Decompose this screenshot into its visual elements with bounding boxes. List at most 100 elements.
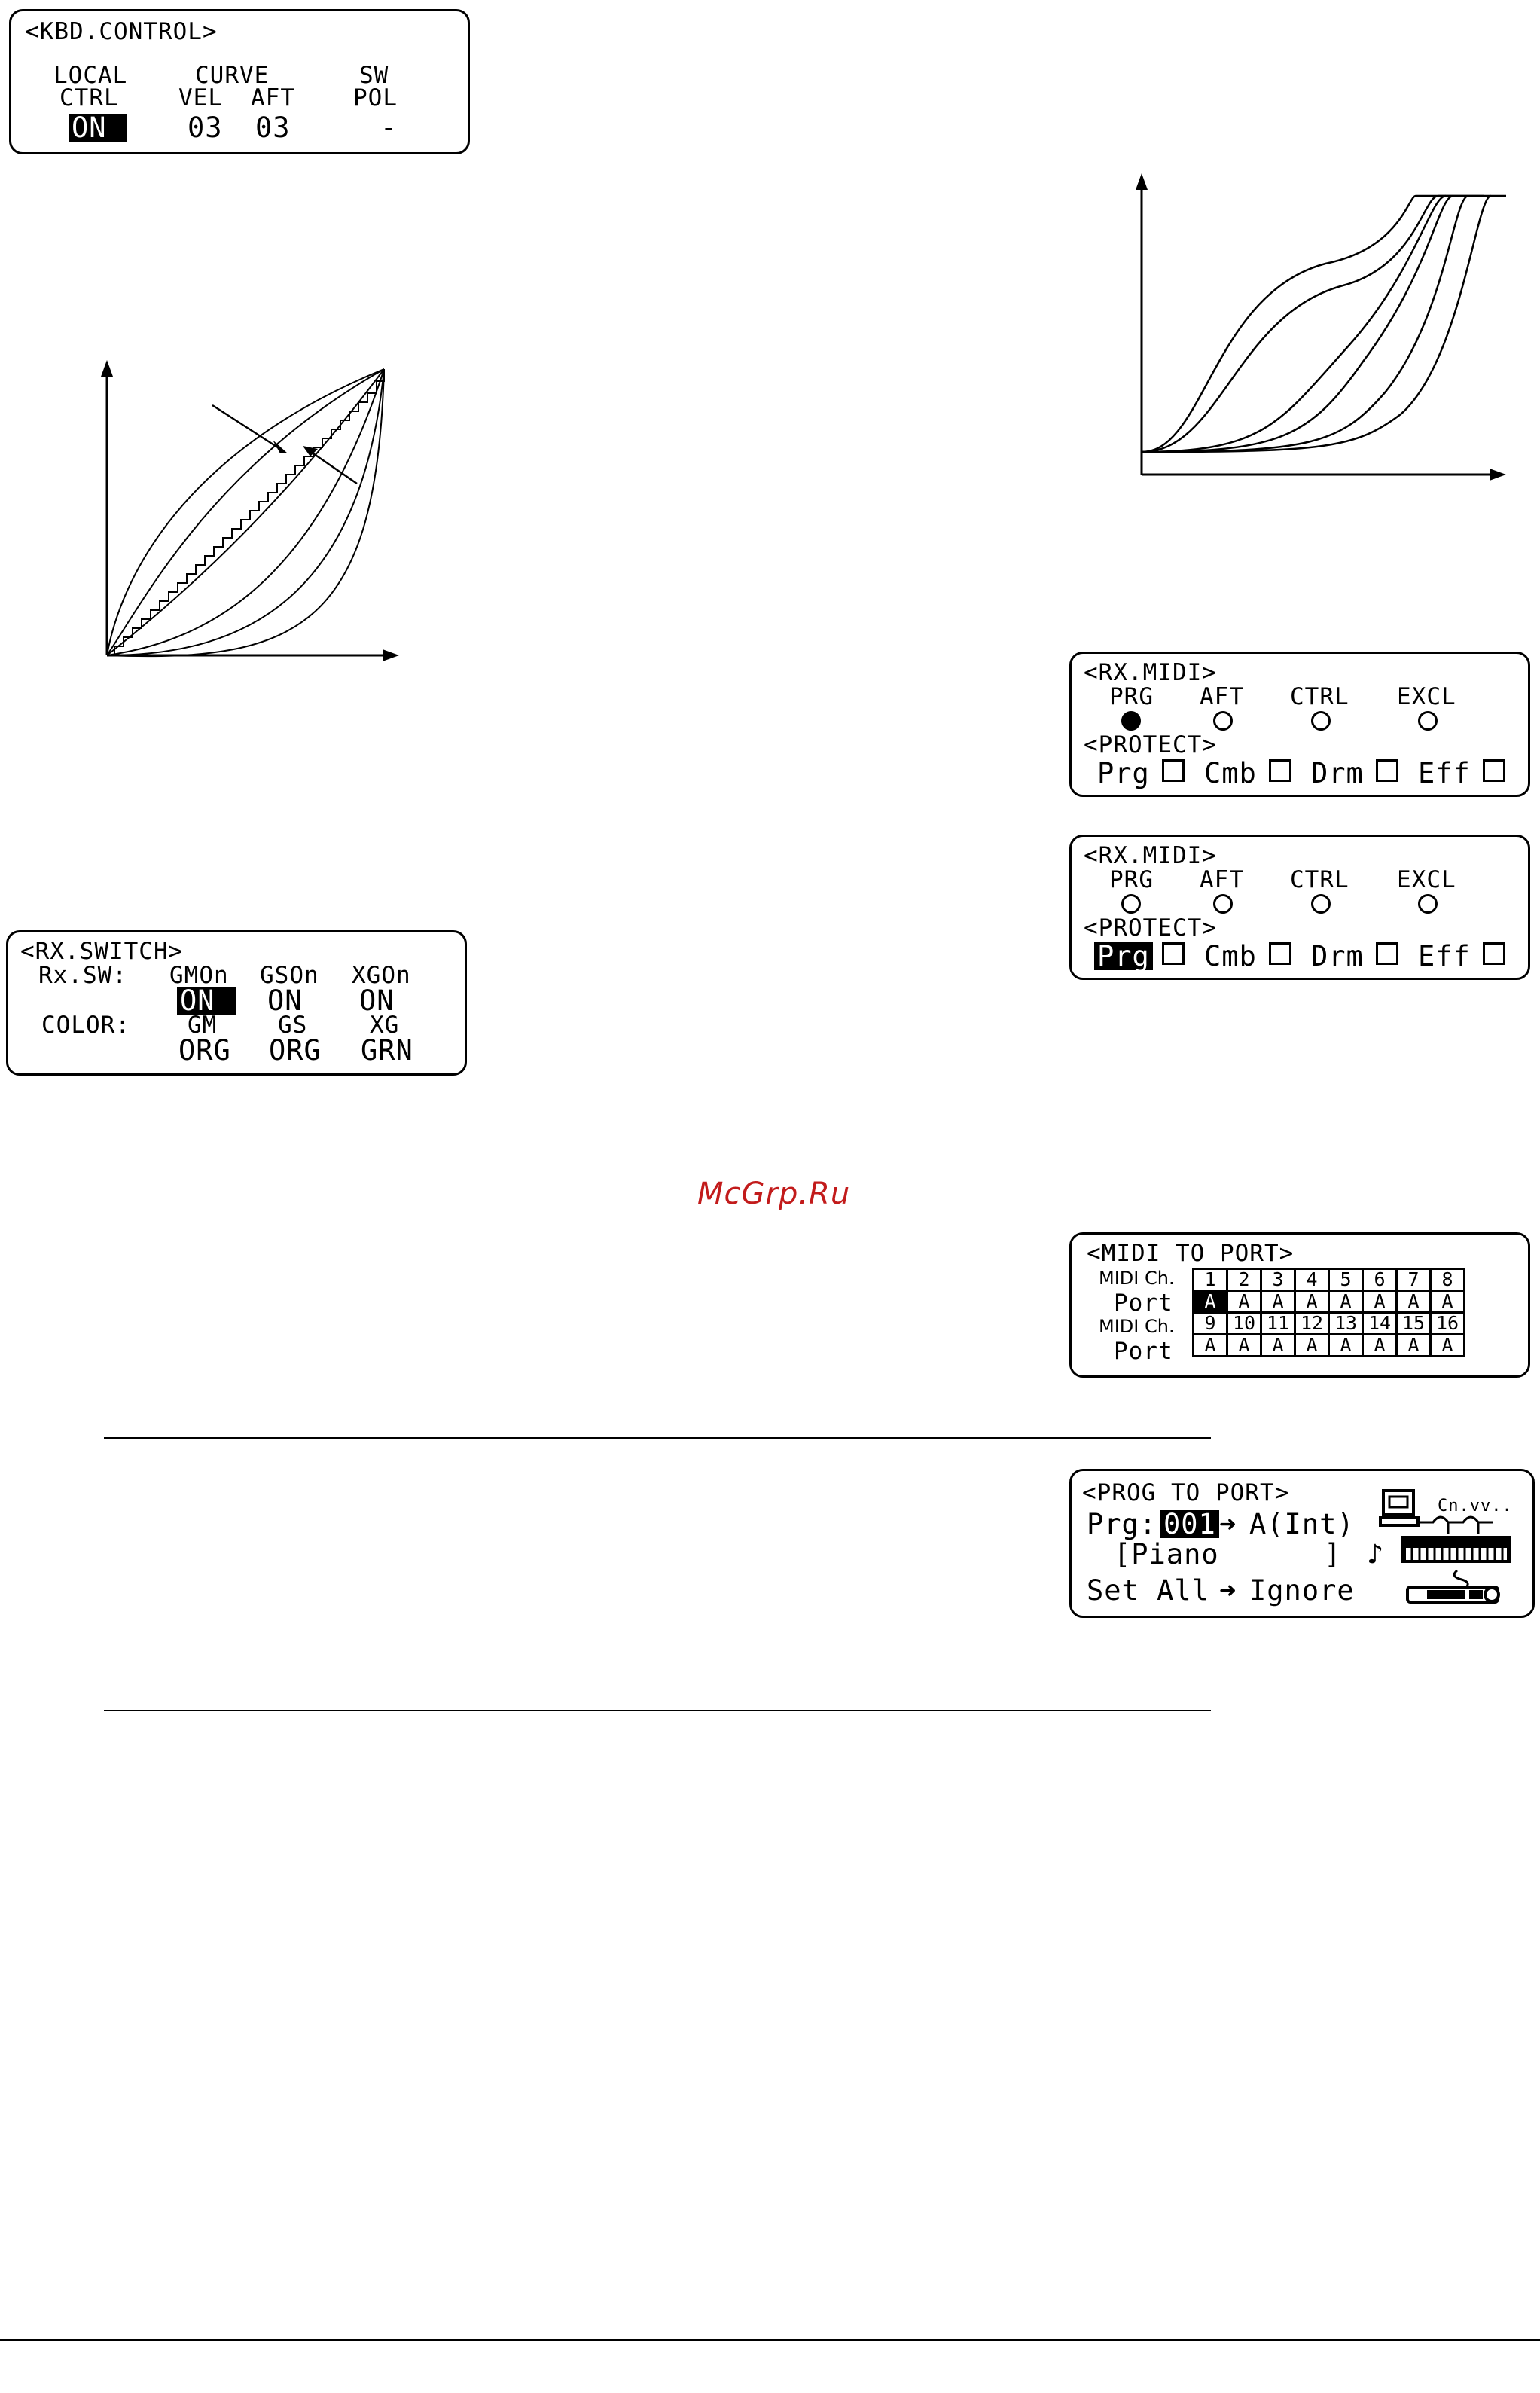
- velocity-curve-diagram: [101, 360, 399, 661]
- xgon-value[interactable]: ON: [359, 984, 395, 1017]
- midi-ch-label-1: MIDI Ch.: [1099, 1268, 1175, 1289]
- page-bottom-rule: [0, 2339, 1540, 2341]
- rx-midi-excl-label: EXCL: [1397, 683, 1456, 710]
- aft-y-axis-arrow-icon: [1136, 173, 1148, 190]
- curve-vel-value[interactable]: 03: [188, 111, 223, 144]
- port-cell[interactable]: A: [1429, 1333, 1465, 1357]
- prg-port-value[interactable]: A(Int): [1249, 1508, 1355, 1540]
- channel-cell: 4: [1294, 1268, 1330, 1292]
- midi-port-grid: 1 2 3 4 5 6 7 8 A A A A A A A A 9 10 11 …: [1192, 1268, 1465, 1357]
- rx-midi-aft-label: AFT: [1200, 866, 1244, 893]
- channel-cell: 7: [1395, 1268, 1432, 1292]
- sw-pol-value[interactable]: -: [380, 111, 398, 144]
- protect-title: <PROTECT>: [1084, 731, 1217, 758]
- sound-module-icon: [1406, 1569, 1500, 1604]
- port-cell[interactable]: A: [1429, 1290, 1465, 1314]
- channel-cell: 14: [1362, 1311, 1398, 1335]
- rx-midi-excl-radio[interactable]: [1418, 711, 1438, 731]
- rx-midi-panel-1: <RX.MIDI> PRG AFT CTRL EXCL <PROTECT> Pr…: [1069, 652, 1530, 797]
- vel-pointer-arrowhead-right-icon: [303, 446, 318, 456]
- gm-color-value[interactable]: ORG: [178, 1034, 231, 1067]
- rx-midi-ctrl-label: CTRL: [1290, 683, 1349, 710]
- protect-drm-label: Drm: [1311, 757, 1364, 789]
- color-label: COLOR:: [41, 1012, 130, 1039]
- protect-eff-checkbox[interactable]: [1483, 759, 1505, 782]
- curve-label: CURVE: [195, 62, 270, 89]
- vel-pointer-arrowhead-left-icon: [273, 440, 288, 453]
- protect-cmb-checkbox[interactable]: [1269, 942, 1291, 965]
- prog-to-port-panel: <PROG TO PORT> Prg: 001 ➜ A(Int) [Piano …: [1069, 1469, 1535, 1618]
- channel-cell: 1: [1192, 1268, 1228, 1292]
- port-cell[interactable]: A: [1328, 1333, 1364, 1357]
- protect-eff-checkbox[interactable]: [1483, 942, 1505, 965]
- computer-icon: [1379, 1489, 1420, 1527]
- rx-midi-title: <RX.MIDI>: [1084, 842, 1217, 869]
- port-cell[interactable]: A: [1328, 1290, 1364, 1314]
- rx-midi-aft-radio[interactable]: [1213, 711, 1233, 731]
- channel-cell: 5: [1328, 1268, 1364, 1292]
- port-cell[interactable]: A: [1192, 1290, 1228, 1314]
- rx-midi-excl-radio[interactable]: [1418, 894, 1438, 914]
- rx-midi-aft-label: AFT: [1200, 683, 1244, 710]
- curve-aft-value[interactable]: 03: [255, 111, 291, 144]
- port-cell[interactable]: A: [1226, 1290, 1262, 1314]
- vel-pointer-arrows: [212, 404, 358, 485]
- set-all-label: Set All: [1087, 1574, 1209, 1607]
- midi-cable-icon: [1418, 1515, 1493, 1534]
- port-cell[interactable]: A: [1362, 1333, 1398, 1357]
- protect-prg-checkbox[interactable]: [1162, 759, 1185, 782]
- prg-number-value[interactable]: 001: [1160, 1510, 1219, 1538]
- gs-color-label: GS: [278, 1012, 308, 1039]
- prg-label: Prg:: [1087, 1508, 1157, 1540]
- aft-x-axis-arrow-icon: [1490, 469, 1506, 481]
- aft-curves: [1141, 194, 1506, 453]
- local-ctrl-value[interactable]: ON: [69, 114, 127, 142]
- port-cell[interactable]: A: [1395, 1333, 1432, 1357]
- protect-prg-label[interactable]: Prg: [1094, 942, 1153, 970]
- protect-drm-checkbox[interactable]: [1376, 942, 1398, 965]
- channel-cell: 13: [1328, 1311, 1364, 1335]
- protect-prg-checkbox[interactable]: [1162, 942, 1185, 965]
- curve-aft-label: AFT: [251, 84, 295, 111]
- port-cell[interactable]: A: [1294, 1290, 1330, 1314]
- xg-color-value[interactable]: GRN: [361, 1034, 413, 1067]
- midi-to-port-title: <MIDI TO PORT>: [1087, 1240, 1295, 1267]
- rx-midi-prg-radio[interactable]: [1121, 711, 1141, 731]
- port-cell[interactable]: A: [1192, 1333, 1228, 1357]
- rx-midi-ctrl-radio[interactable]: [1311, 711, 1331, 731]
- gson-value[interactable]: ON: [267, 984, 303, 1017]
- rx-switch-panel: <RX.SWITCH> Rx.SW: COLOR: GMOn ON GM ORG…: [6, 930, 467, 1076]
- set-all-value[interactable]: Ignore: [1249, 1574, 1355, 1607]
- port-cell[interactable]: A: [1226, 1333, 1262, 1357]
- gson-label: GSOn: [260, 962, 319, 989]
- rx-midi-aft-radio[interactable]: [1213, 894, 1233, 914]
- protect-drm-label: Drm: [1311, 940, 1364, 972]
- protect-drm-checkbox[interactable]: [1376, 759, 1398, 782]
- kbd-control-title: <KBD.CONTROL>: [25, 18, 218, 45]
- watermark: McGrp.Ru: [697, 1177, 851, 1211]
- gmon-value[interactable]: ON: [177, 987, 236, 1015]
- rx-midi-excl-label: EXCL: [1397, 866, 1456, 893]
- port-cell[interactable]: A: [1362, 1290, 1398, 1314]
- port-label-2: Port: [1114, 1338, 1173, 1365]
- protect-eff-label: Eff: [1418, 757, 1471, 789]
- port-cell[interactable]: A: [1260, 1290, 1296, 1314]
- music-note-icon: ♪: [1367, 1538, 1385, 1570]
- port-cell[interactable]: A: [1395, 1290, 1432, 1314]
- rx-midi-title: <RX.MIDI>: [1084, 659, 1217, 686]
- protect-cmb-label: Cmb: [1204, 940, 1257, 972]
- protect-cmb-checkbox[interactable]: [1269, 759, 1291, 782]
- vel-curves: [106, 368, 385, 658]
- rx-midi-prg-label: PRG: [1109, 866, 1154, 893]
- channel-cell: 10: [1226, 1311, 1262, 1335]
- channel-cell: 12: [1294, 1311, 1330, 1335]
- protect-title: <PROTECT>: [1084, 914, 1217, 942]
- kbd-control-panel: <KBD.CONTROL> LOCAL CTRL ON CURVE VEL AF…: [9, 9, 470, 154]
- port-cell[interactable]: A: [1294, 1333, 1330, 1357]
- rx-midi-prg-radio[interactable]: [1121, 894, 1141, 914]
- rx-midi-ctrl-radio[interactable]: [1311, 894, 1331, 914]
- channel-row-1: 1 2 3 4 5 6 7 8: [1192, 1268, 1465, 1292]
- port-cell[interactable]: A: [1260, 1333, 1296, 1357]
- channel-cell: 3: [1260, 1268, 1296, 1292]
- gs-color-value[interactable]: ORG: [269, 1034, 322, 1067]
